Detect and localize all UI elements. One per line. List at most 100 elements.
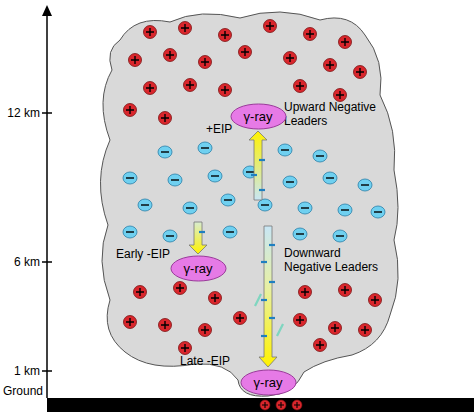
negative-charge xyxy=(313,150,327,162)
charges xyxy=(123,20,385,411)
axis-tick xyxy=(42,370,52,372)
positive-charge xyxy=(124,104,137,117)
negative-charge xyxy=(293,228,307,240)
positive-charge xyxy=(179,22,192,35)
gamma-ray-ellipse: γ-ray xyxy=(230,103,287,130)
negative-charge xyxy=(283,176,297,188)
positive-charge xyxy=(284,52,297,65)
positive-charge xyxy=(324,59,337,72)
negative-charge xyxy=(138,199,152,211)
positive-charge xyxy=(179,342,192,355)
axis-arrowhead xyxy=(42,5,52,16)
upward-leader-arrow xyxy=(249,131,267,200)
leader-charges xyxy=(199,160,283,336)
leader-charge-mark xyxy=(259,189,265,191)
positive-charge xyxy=(144,82,157,95)
positive-charge xyxy=(219,29,232,42)
leader-charge-mark xyxy=(261,261,267,263)
positive-charge xyxy=(174,282,187,295)
axis-tick xyxy=(42,261,52,263)
positive-charge xyxy=(339,36,352,49)
negative-charge xyxy=(123,226,137,238)
negative-charge xyxy=(183,202,197,214)
ground-charge xyxy=(276,400,286,410)
negative-charge xyxy=(163,230,177,242)
axis-tick xyxy=(42,112,52,114)
negative-charge xyxy=(358,179,372,191)
positive-charge xyxy=(199,324,212,337)
positive-charge xyxy=(329,322,342,335)
negative-charge xyxy=(371,206,385,218)
positive-charge xyxy=(314,339,327,352)
positive-charge xyxy=(184,79,197,92)
positive-charge xyxy=(219,84,232,97)
negative-charge xyxy=(198,142,212,154)
positive-charge xyxy=(334,89,347,102)
positive-charge xyxy=(264,20,277,33)
leader-charge-mark xyxy=(255,294,261,306)
negative-charge xyxy=(278,144,292,156)
altitude-label: 12 km xyxy=(7,106,40,120)
positive-charge xyxy=(124,316,137,329)
altitude-label: 1 km xyxy=(14,364,40,378)
positive-charge xyxy=(134,286,147,299)
ground-charge xyxy=(260,400,270,410)
annotation-label: +EIP xyxy=(206,122,232,136)
positive-charge xyxy=(299,286,312,299)
leader-charge-mark xyxy=(269,244,275,246)
positive-charge xyxy=(209,292,222,305)
negative-charge xyxy=(223,226,237,238)
positive-charge xyxy=(239,46,252,59)
leader-charge-mark xyxy=(277,324,283,336)
negative-charge xyxy=(298,202,312,214)
negative-charge xyxy=(123,172,137,184)
annotation-label: Late -EIP xyxy=(180,354,230,368)
positive-charge xyxy=(234,312,247,325)
ground-charge xyxy=(292,400,302,410)
negative-charge xyxy=(258,199,272,211)
positive-charge xyxy=(164,49,177,62)
ground-bar xyxy=(47,398,474,412)
annotation-label: Upward Negative Leaders xyxy=(284,100,388,128)
leader-charge-mark xyxy=(269,281,275,283)
ground-label: Ground xyxy=(3,384,43,398)
positive-charge xyxy=(339,284,352,297)
negative-charge xyxy=(158,146,172,158)
negative-charge xyxy=(338,204,352,216)
negative-charge xyxy=(221,194,235,206)
positive-charge xyxy=(354,66,367,79)
positive-charge xyxy=(304,28,317,41)
altitude-axis xyxy=(46,14,48,398)
cloud xyxy=(100,12,398,396)
leader-charge-mark xyxy=(269,317,275,319)
positive-charge xyxy=(294,314,307,327)
early-leader-arrow xyxy=(189,222,207,254)
positive-charge xyxy=(159,112,172,125)
negative-charge xyxy=(168,174,182,186)
gamma-ray-text: γ-ray xyxy=(170,255,227,282)
late-leader-arrow xyxy=(259,226,277,367)
positive-charge xyxy=(144,26,157,39)
negative-charge xyxy=(208,170,222,182)
positive-charge xyxy=(369,294,382,307)
negative-charge xyxy=(333,230,347,242)
gamma-ray-ellipse: γ-ray xyxy=(240,369,297,396)
leader-charge-mark xyxy=(261,299,267,301)
negative-charge xyxy=(323,172,337,184)
gamma-ray-ellipse: γ-ray xyxy=(170,255,227,282)
altitude-label: 6 km xyxy=(14,255,40,269)
annotation-label: Early -EIP xyxy=(116,247,170,261)
leader-charge-mark xyxy=(251,174,257,176)
leader-charge-mark xyxy=(199,231,205,233)
gamma-ray-text: γ-ray xyxy=(230,103,287,130)
leader-charge-mark xyxy=(259,159,265,161)
leader-charge-mark xyxy=(261,335,267,337)
gamma-ray-text: γ-ray xyxy=(240,369,297,396)
positive-charge xyxy=(129,54,142,67)
annotation-label: Downward Negative Leaders xyxy=(284,246,388,274)
positive-charge xyxy=(359,324,372,337)
positive-charge xyxy=(294,80,307,93)
positive-charge xyxy=(199,56,212,69)
